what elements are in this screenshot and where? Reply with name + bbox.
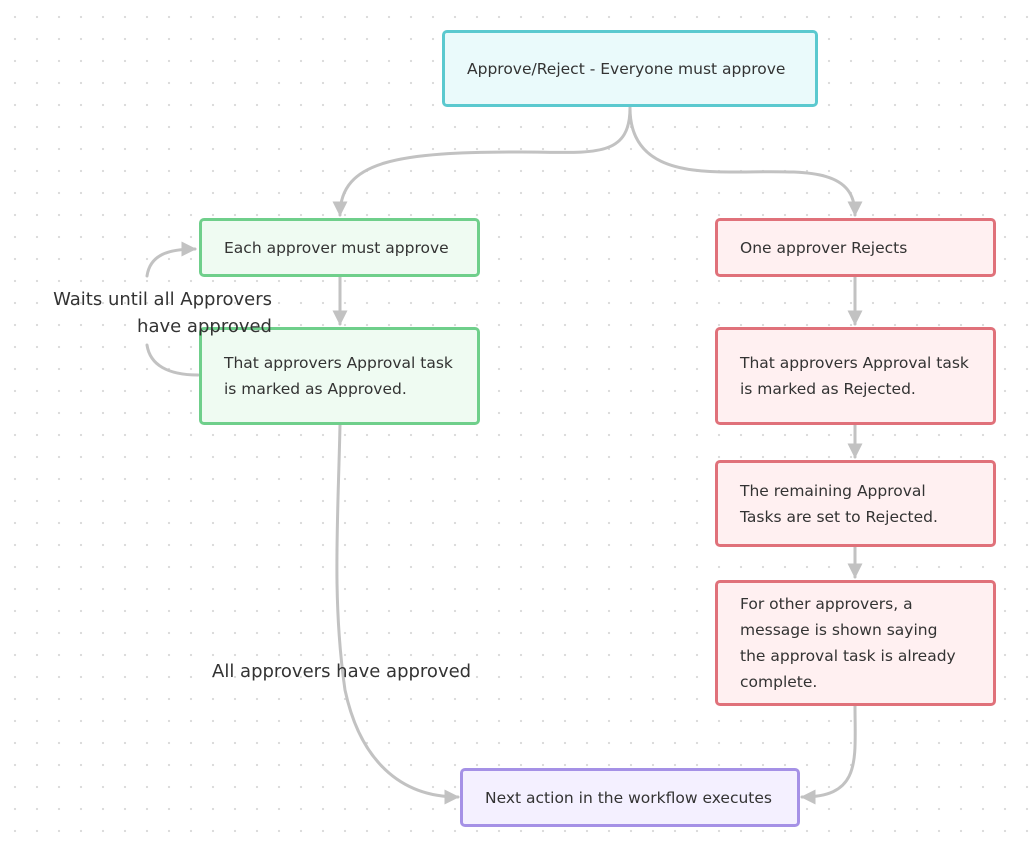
node-other-message[interactable]: For other approvers, a message is shown … (715, 580, 996, 706)
node-remaining-rejected-label: The remaining Approval Tasks are set to … (740, 481, 938, 526)
node-rejected-task-label: That approvers Approval task is marked a… (740, 354, 969, 398)
node-start[interactable]: Approve/Reject - Everyone must approve (442, 30, 818, 107)
connector-approved-to-next (335, 423, 460, 805)
node-one-rejects[interactable]: One approver Rejects (715, 218, 996, 277)
node-rejected-task[interactable]: That approvers Approval task is marked a… (715, 327, 996, 425)
node-approved-task-label: That approvers Approval task is marked a… (224, 354, 453, 398)
node-each-approver[interactable]: Each approver must approve (199, 218, 480, 277)
connector-wait-loop (145, 249, 198, 377)
node-each-approver-label: Each approver must approve (224, 238, 449, 257)
node-other-message-label: For other approvers, a message is shown … (740, 595, 956, 691)
node-next-action-label: Next action in the workflow executes (485, 788, 772, 807)
node-remaining-rejected[interactable]: The remaining Approval Tasks are set to … (715, 460, 996, 547)
connector-start-to-reject (628, 106, 863, 217)
node-start-label: Approve/Reject - Everyone must approve (467, 59, 786, 78)
connector-start-to-approve (332, 106, 632, 217)
edge-label-all-approved: All approvers have approved (212, 661, 472, 682)
edge-label-wait-loop: Waits until all Approvers have approved (53, 289, 272, 337)
node-one-rejects-label: One approver Rejects (740, 238, 908, 257)
connector-message-to-next (800, 704, 857, 805)
node-next-action[interactable]: Next action in the workflow executes (460, 768, 800, 827)
node-approved-task[interactable]: That approvers Approval task is marked a… (199, 327, 480, 425)
